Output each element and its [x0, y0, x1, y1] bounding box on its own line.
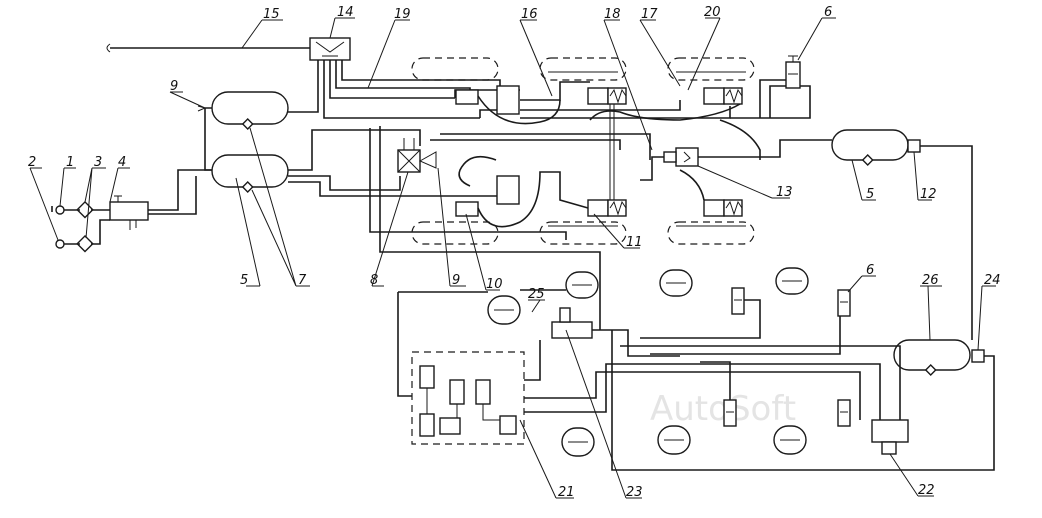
callout-13: 13 — [776, 185, 793, 200]
cylinder-mid-upper — [587, 87, 609, 105]
spring-right-upper — [723, 87, 743, 105]
valve-22-port — [881, 441, 897, 455]
valve-6-top-body — [785, 61, 801, 89]
valve-13-inlet — [663, 151, 677, 163]
callout-21: 21 — [558, 485, 575, 500]
callout-22: 22 — [918, 483, 935, 498]
callout-2: 2 — [28, 155, 36, 170]
height-valves — [723, 287, 851, 427]
chamber-front-right — [455, 201, 479, 217]
callout-11: 11 — [626, 235, 643, 250]
trailer-hose-line — [106, 37, 351, 61]
control-block-21 — [397, 289, 901, 445]
cylinder-mid-lower — [587, 199, 609, 217]
valve-6-top — [759, 55, 801, 118]
callout-17: 17 — [641, 7, 658, 22]
filter-2-icon — [76, 234, 94, 253]
air-bellows — [487, 267, 809, 457]
valve-24 — [971, 349, 985, 363]
callout-24: 24 — [984, 273, 1001, 288]
callout-23: 23 — [626, 485, 643, 500]
relay-valve-rear — [496, 175, 520, 205]
receiver-group-left — [197, 91, 289, 193]
pressure-regulator-4 — [109, 201, 149, 221]
leader-lines — [29, 17, 996, 499]
valve-23-plunger — [559, 307, 571, 323]
supply-line — [51, 169, 212, 253]
block-valve-d — [475, 379, 491, 405]
callout-9-left: 9 — [170, 79, 178, 94]
callout-20: 20 — [704, 5, 721, 20]
watermark: AutoSoft — [650, 389, 796, 429]
block-valve-f — [499, 415, 517, 435]
block-valve-a — [419, 365, 435, 389]
wheel-lower-1 — [411, 221, 499, 245]
callout-4: 4 — [118, 155, 126, 170]
relay-valve-front — [496, 85, 520, 115]
callout-25: 25 — [528, 287, 545, 302]
cylinder-right-upper — [703, 87, 725, 105]
block-valve-c — [449, 379, 465, 405]
valve-13 — [675, 147, 699, 167]
block-valve-e — [439, 417, 461, 435]
compressor-1-icon — [55, 205, 65, 215]
height-valve-4 — [837, 399, 851, 427]
receiver-26-group — [611, 330, 995, 471]
spring-mid-upper — [607, 87, 627, 105]
compressor-2-icon — [55, 239, 65, 249]
valve-22-group — [871, 419, 909, 455]
drain-valve-lower-icon — [241, 181, 254, 193]
height-valve-1 — [731, 287, 745, 315]
wheel-upper-3 — [667, 57, 755, 81]
height-valve-3 — [723, 399, 737, 427]
callout-labels: 15 14 19 16 18 17 20 6 9 2 1 3 4 5 7 8 9… — [28, 5, 1001, 500]
wheel-upper-1 — [411, 57, 499, 81]
valve-22 — [871, 419, 909, 443]
valve-12 — [907, 139, 921, 153]
callout-12: 12 — [920, 187, 937, 202]
callout-15: 15 — [263, 7, 280, 22]
wheel-lower-3 — [667, 221, 755, 245]
coupling-head-14 — [309, 37, 351, 61]
drain-valve-right-icon — [861, 154, 874, 166]
callout-18: 18 — [604, 7, 621, 22]
receiver-lower — [211, 154, 289, 188]
spring-mid-lower — [607, 199, 627, 217]
callout-6-bottom: 6 — [866, 263, 874, 278]
callout-26: 26 — [922, 273, 939, 288]
cylinder-right-lower — [703, 199, 725, 217]
height-valve-2 — [837, 289, 851, 317]
right-receiver-group — [640, 85, 973, 340]
receiver-right — [831, 129, 909, 161]
valve-23 — [551, 321, 593, 339]
spring-right-lower — [723, 199, 743, 217]
drain-valve-upper-icon — [241, 118, 254, 130]
block-valve-b — [419, 413, 435, 437]
callout-5-left: 5 — [240, 273, 248, 288]
receiver-upper — [211, 91, 289, 125]
drain-valve-26-icon — [924, 364, 937, 376]
callout-3: 3 — [94, 155, 102, 170]
callout-16: 16 — [521, 7, 538, 22]
callout-5-right: 5 — [866, 187, 874, 202]
callout-10: 10 — [486, 277, 503, 292]
callout-7: 7 — [298, 273, 307, 288]
chamber-front-left — [455, 89, 479, 105]
callout-6-top: 6 — [824, 5, 832, 20]
callout-1: 1 — [66, 155, 74, 170]
wheel-lower-2 — [539, 221, 627, 245]
wheel-upper-2 — [539, 57, 627, 81]
callout-14: 14 — [337, 5, 354, 20]
wheel-set — [411, 57, 755, 245]
callout-19: 19 — [394, 7, 411, 22]
brake-valve-8 — [397, 138, 437, 173]
callout-9-bottom: 9 — [452, 273, 460, 288]
callout-8: 8 — [370, 273, 378, 288]
brake-chambers — [455, 85, 761, 228]
